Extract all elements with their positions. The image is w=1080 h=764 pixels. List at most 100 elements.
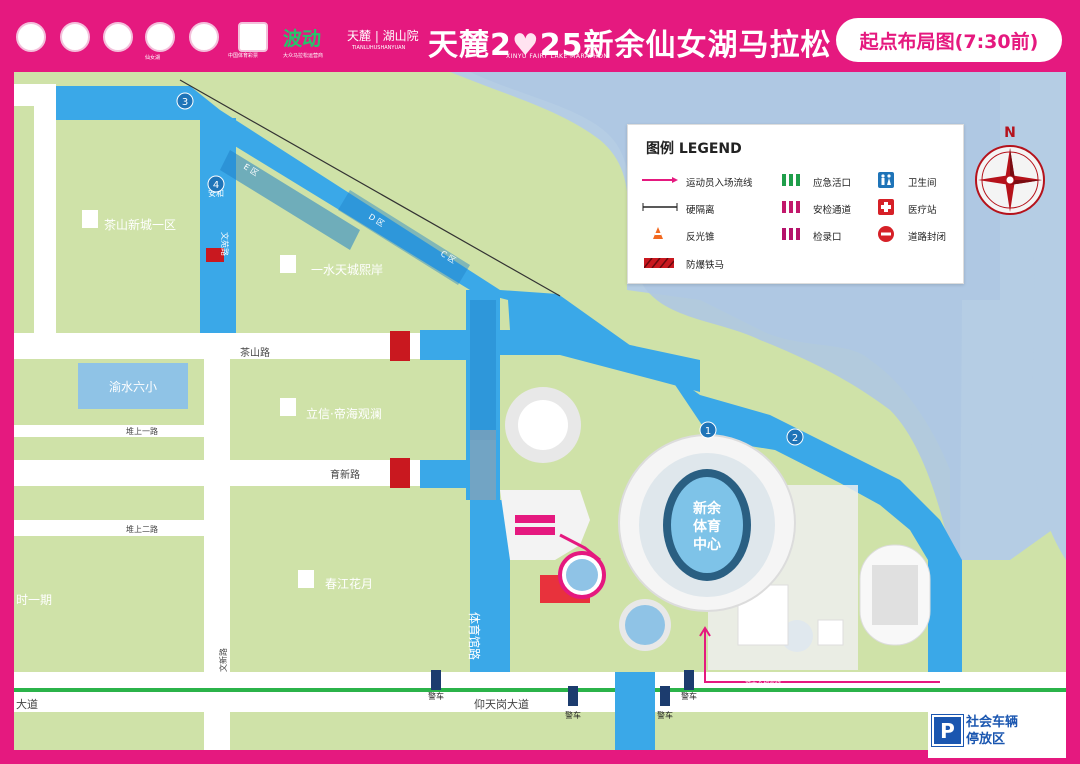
header: 仙女湖 中国体育彩票 波动 大众马拉松运营商 天麓 | 湖山院 TIANLUHU… [0, 0, 1080, 72]
police-label-4: 警车 [681, 691, 697, 701]
map-label-pill: 起点布局图(7:30前) [836, 18, 1062, 62]
security-lane-swatch [782, 201, 800, 213]
building-icon-1 [82, 210, 98, 228]
heart-icon: ♥ [511, 28, 540, 63]
event-title: 天麓2♥25新余仙女湖马拉松 [428, 20, 832, 64]
road-duishang2-label: 堆上二路 [126, 524, 158, 534]
road-wenyuan-label: 文苑路 [220, 232, 230, 256]
legend-title: 图例 LEGEND [646, 141, 742, 157]
building-icon-3 [280, 398, 296, 416]
medical-circle-inner [566, 559, 598, 591]
legend-medical: 医疗站 [908, 205, 937, 216]
duishang2-road [14, 520, 204, 536]
police-markers: 警车 警车 警车 警车 [428, 670, 697, 720]
athlete-flow-arrowhead [699, 626, 711, 637]
logo-brand-label: 仙女湖 [145, 55, 161, 61]
course-wenyuan [200, 118, 236, 333]
legend: 图例 LEGEND 运动员入场流线 硬隔离 反光锥 防爆铁马 应急活口 安检通道… [627, 124, 964, 284]
tianlu-logo: 天麓 | 湖山院 [347, 29, 419, 43]
road-closure-icon [878, 226, 894, 242]
org-logo-2 [60, 22, 90, 52]
athlete-entry-flow [704, 628, 940, 683]
hard-barrier-swatch [642, 203, 678, 211]
marker-2 [786, 428, 804, 446]
training-field [872, 565, 918, 625]
stadium-name-3: 中心 [693, 536, 721, 553]
legend-road-closure: 道路封闭 [908, 232, 947, 243]
police-label-2: 警车 [565, 710, 581, 720]
building-icon-4 [85, 464, 101, 482]
lottery-logo [238, 22, 268, 52]
legend-toilet: 卫生间 [908, 178, 937, 189]
marker-4 [207, 175, 225, 193]
tianlu-sub: TIANLUHUSHANYUAN [352, 45, 406, 51]
stadium-name-1: 新余 [693, 500, 722, 517]
marker-1-label: 1 [705, 426, 711, 437]
legend-barricade: 防爆铁马 [686, 260, 725, 271]
police-car-icon-2 [568, 686, 578, 706]
flow-label: 选手入场流线 [745, 678, 781, 686]
marker-3 [176, 92, 194, 110]
legend-checkin: 检录口 [813, 232, 842, 243]
place-chunjiang: 春江花月 [325, 576, 373, 591]
bodong-sub: 大众马拉松运营商 [283, 53, 324, 59]
bodong-logo: 波动 [283, 28, 322, 50]
police-label-3: 警车 [657, 710, 673, 720]
barricade-chashan [390, 331, 410, 361]
place-chashan-xincheng: 茶山新城一区 [104, 217, 176, 232]
pond [625, 605, 665, 645]
compass: N [970, 124, 1050, 216]
police-car-icon-1 [431, 670, 441, 690]
barricade-swatch [644, 258, 674, 268]
parking-label: 社会车辆 停放区 [966, 714, 1018, 748]
course-spurs [420, 330, 466, 488]
marker-1 [699, 421, 717, 439]
stadium-field [671, 477, 743, 573]
stadium-name-2: 体育 [693, 518, 721, 535]
org-logo-5 [189, 22, 219, 52]
police-car-icon-4 [684, 670, 694, 690]
hard-barrier-north [179, 79, 561, 297]
building-icon-2 [280, 255, 296, 273]
course-south-exit [615, 672, 655, 750]
plaza [500, 490, 590, 560]
place-lixin: 立信·帝海观澜 [306, 406, 382, 421]
barricade-yuxin [390, 458, 410, 488]
tiyu-grey-lane [470, 430, 496, 500]
police-label-1: 警车 [428, 691, 444, 701]
marker-2-label: 2 [792, 433, 798, 444]
tiyu-lane [470, 300, 496, 440]
road-anhe-label: 安和 [208, 188, 224, 198]
org-logo-1 [16, 22, 46, 52]
athlete-flow-swatch [642, 177, 678, 183]
duishang1-road [14, 425, 204, 437]
marker-3-label: 3 [182, 97, 188, 108]
security-lane-b [515, 527, 555, 535]
road-tiyu-label: 体育馆路 [467, 612, 482, 660]
place-yiqi: 时一期 [16, 593, 52, 607]
police-car-icon-3 [660, 686, 670, 706]
org-logo-4 [145, 22, 175, 52]
toilet-icon [878, 172, 894, 188]
course-stadium-link [500, 330, 700, 392]
annex-small [817, 619, 844, 646]
building-icon-5 [298, 570, 314, 588]
north-road-stub [14, 84, 56, 106]
legend-cone: 反光锥 [686, 232, 715, 243]
road-chashan-label: 茶山路 [240, 346, 270, 359]
legend-athlete-flow: 运动员入场流线 [686, 178, 753, 189]
legend-hard-barrier: 硬隔离 [686, 205, 715, 216]
medical-icon [878, 199, 894, 215]
parking-line1: 社会车辆 [966, 715, 1019, 730]
road-wenxin-label: 文新路 [218, 648, 228, 672]
lake-east-edge [1000, 72, 1066, 560]
lottery-logo-label: 中国体育彩票 [228, 53, 259, 59]
road-duishang1-label: 堆上一路 [126, 426, 158, 436]
zone-e-lane [220, 150, 360, 250]
barricade-wenyuan [206, 248, 224, 262]
event-subtitle: XINYU FAIRY LAKE MARATHON [506, 53, 609, 60]
emergency-exit-swatch [782, 174, 800, 186]
parking-icon: P [931, 714, 964, 747]
marker-4-label: 4 [213, 180, 219, 191]
